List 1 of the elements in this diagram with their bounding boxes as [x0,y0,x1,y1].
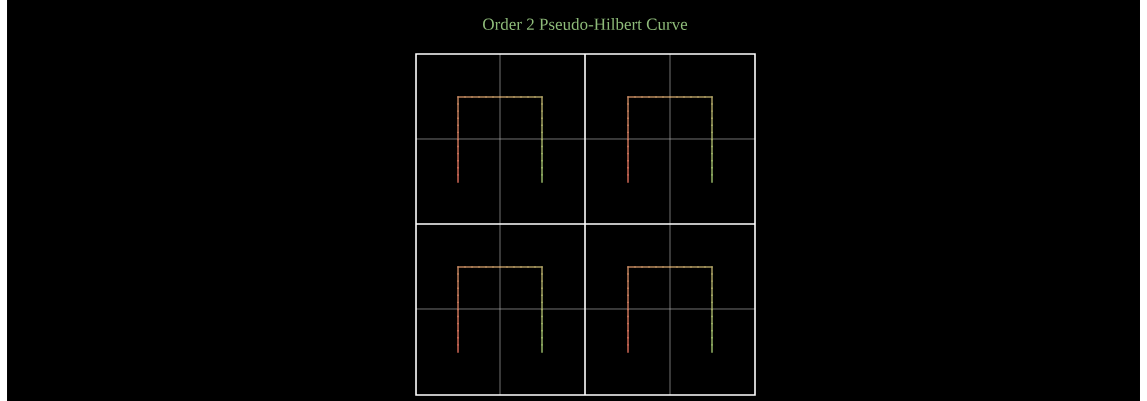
title: Order 2 Pseudo-Hilbert Curve [483,18,688,30]
